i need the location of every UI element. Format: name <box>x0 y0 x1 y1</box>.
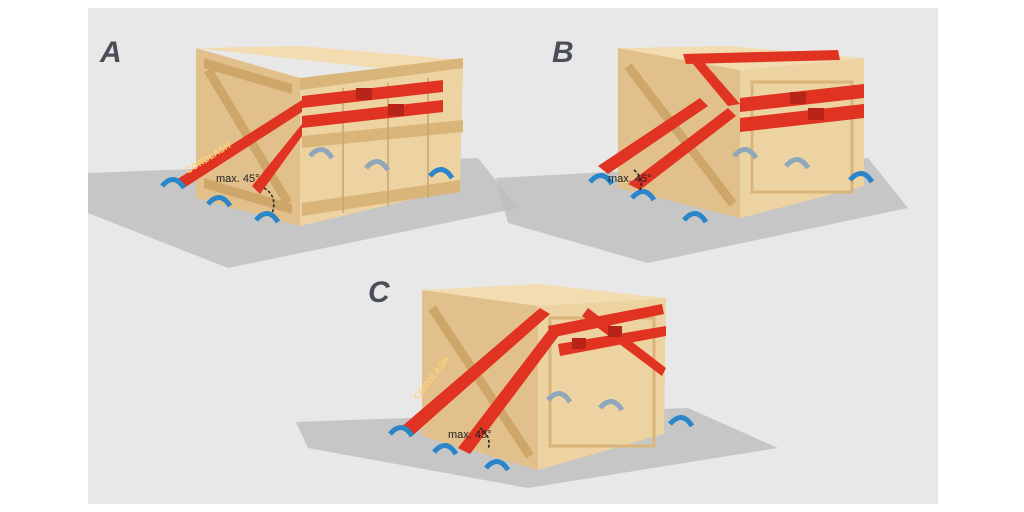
hook-icon <box>388 425 415 438</box>
hook-icon <box>682 211 709 224</box>
strap-b-cross1 <box>688 58 740 106</box>
hook-icon <box>364 159 391 172</box>
ratchet-c2 <box>608 326 622 337</box>
crate-diagonal-c <box>428 305 534 459</box>
panel-label-b: B <box>552 36 574 69</box>
strap-a-diag2 <box>252 124 302 194</box>
panel-label-a: A <box>100 36 122 69</box>
ratchet-b2 <box>808 108 824 120</box>
crate-diagonal-b <box>624 63 737 207</box>
angle-label-a: max. 45° <box>216 173 260 185</box>
strap-b-top <box>683 50 840 64</box>
hook-icon <box>206 195 233 208</box>
strap-c-diag2 <box>458 328 560 454</box>
ratchet-b1 <box>790 92 806 104</box>
strap-a-lower <box>302 100 443 128</box>
crate-brace-a <box>204 58 292 94</box>
hook-icon <box>160 177 187 190</box>
angle-arc-b <box>633 169 642 191</box>
hook-icon <box>598 399 625 412</box>
lashing-diagram: CORDLASH max. 45° <box>88 46 908 488</box>
hook-icon <box>630 189 657 202</box>
side-panel-frame-b <box>750 80 854 194</box>
angle-arc-a <box>263 187 275 215</box>
strap-c-diag1 <box>400 308 550 436</box>
strap-a-diag1 <box>176 100 302 188</box>
strap-b-diag1 <box>598 98 708 174</box>
hook-icon <box>848 171 875 184</box>
strap-c-cross1 <box>548 304 664 338</box>
angle-label-b: max. 45° <box>608 173 652 185</box>
ratchet-a2 <box>388 104 404 116</box>
strap-b-diag2 <box>628 108 736 190</box>
hook-icon <box>668 415 695 428</box>
hook-icon <box>588 173 615 186</box>
panel-a: CORDLASH max. 45° <box>88 46 518 268</box>
hook-icon <box>784 157 811 170</box>
panel-c: CORDLASH max. 45° <box>296 284 778 488</box>
strap-b-band2 <box>740 104 864 132</box>
diagram-canvas: A B C C <box>88 8 938 504</box>
hook-icon <box>428 167 455 180</box>
hook-icon <box>546 391 573 404</box>
side-rail-top-a <box>300 58 463 90</box>
angle-arc-c <box>479 427 490 451</box>
ratchet-a1 <box>356 88 372 100</box>
hook-icon <box>484 459 511 472</box>
side-rail-bottom-a <box>302 180 460 216</box>
strap-c-cross3 <box>582 308 666 376</box>
crate-top-a <box>196 46 463 68</box>
hook-icon <box>432 443 459 456</box>
panel-b: max. 45° <box>496 46 908 263</box>
ratchet-c1 <box>572 338 586 349</box>
angle-label-c: max. 45° <box>448 429 492 441</box>
hook-icon <box>254 211 281 224</box>
crate-brace-a2 <box>204 178 292 214</box>
hook-icon <box>732 147 759 160</box>
hook-icon <box>308 147 335 160</box>
strap-a-upper <box>302 80 443 108</box>
crate-top-c <box>422 284 666 306</box>
panel-label-c: C <box>368 276 390 309</box>
